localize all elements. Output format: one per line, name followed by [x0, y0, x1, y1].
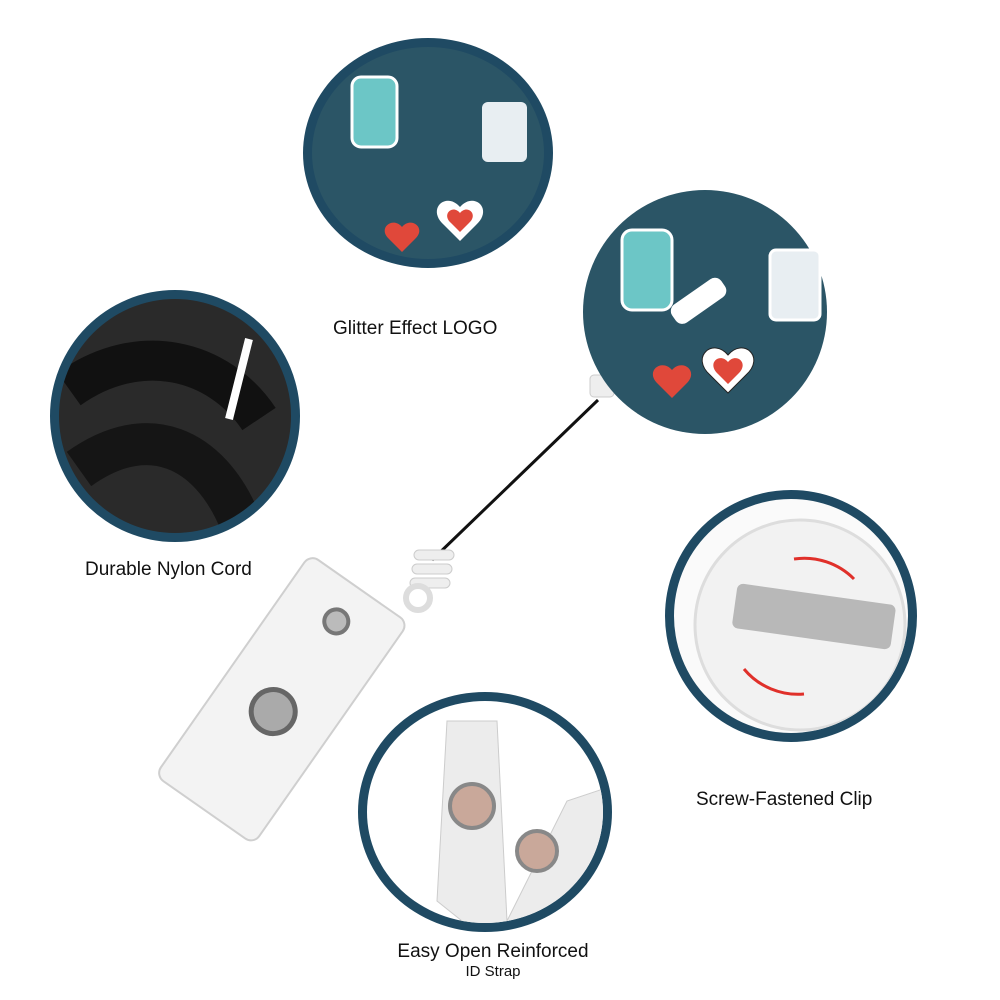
syringe-icon: [670, 277, 727, 324]
logo-label: Glitter Effect LOGO: [333, 318, 498, 339]
strap-label: Easy Open Reinforced ID Strap: [378, 941, 608, 980]
strap-detail-circle: [358, 692, 612, 932]
logo-detail-circle: [303, 38, 553, 268]
cord-connector: [403, 549, 455, 613]
metal-clip: [732, 583, 896, 650]
strap-label-line1: Easy Open Reinforced: [397, 941, 589, 962]
badge-reel: [583, 190, 827, 434]
cord-detail-circle: [50, 290, 300, 542]
monitor-icon: [768, 248, 822, 322]
strap-label-line2: ID Strap: [465, 963, 521, 980]
bottle-icon: [620, 228, 674, 312]
retractable-cord: [430, 398, 600, 562]
cord-label: Durable Nylon Cord: [85, 559, 252, 580]
clip-label: Screw-Fastened Clip: [696, 789, 873, 810]
id-strap: [158, 557, 406, 842]
clip-detail-circle: [665, 490, 917, 742]
